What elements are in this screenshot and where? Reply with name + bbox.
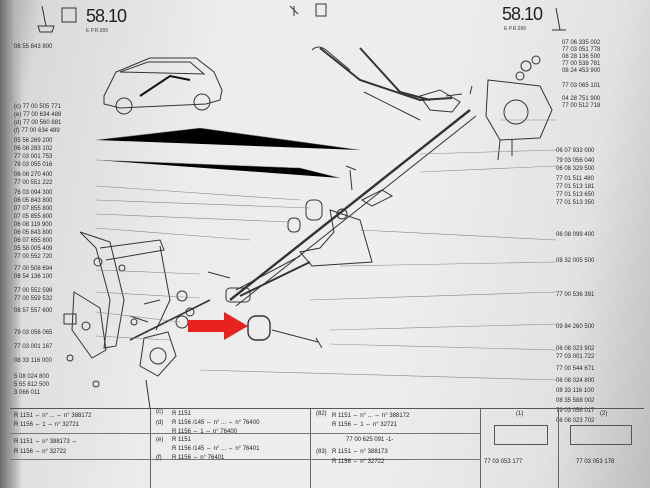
applicability-table: R 1151 ⇔ n° ... ⇔ n° 388172 R 1156 ⇔ 1 ⇔…: [10, 408, 644, 488]
page-binding-shadow: [0, 0, 22, 488]
part-code: 3 066 011: [14, 390, 41, 396]
part-code: 08 57 557 600: [14, 308, 53, 314]
part-code: 79 03 056 065: [14, 330, 53, 336]
part-code: 08 24 453 900: [562, 68, 601, 74]
part-code: 77 00 552 720: [14, 254, 53, 260]
part-code: 77 00 538 781: [562, 61, 601, 67]
part-code: 77 01 513 181: [556, 184, 595, 190]
part-code: 77 00 552 598: [14, 288, 53, 294]
table-cell: R 1156 ⇔ n° 32722: [332, 459, 385, 465]
table-cell: R 1156 ⇔ n° 32722: [14, 449, 67, 455]
part-code: 06 08 023 902: [556, 346, 595, 352]
footer-code: 77 03 053 177: [484, 459, 523, 465]
table-cell: R 1151 ⇔ n° ... ⇔ n° 388172: [332, 413, 410, 419]
table-cell: R 1156 ⇔ 1 ⇔ n° 76400: [172, 429, 237, 435]
part-code: 77 00 536 391: [556, 292, 595, 298]
table-cell: 77 00 625 091 -1-: [346, 437, 394, 443]
part-code: 77 03 001 722: [556, 354, 595, 360]
part-code: 5 08 024 800: [14, 374, 50, 380]
part-code: 76 03 094 300: [14, 190, 53, 196]
part-code: 77 00 559 532: [14, 296, 53, 302]
part-code: 08 28 136 500: [562, 54, 601, 60]
part-code: (f) 77 00 634 489: [14, 128, 60, 134]
table-label: (2): [600, 411, 608, 417]
part-code: 77 03 051 778: [562, 47, 601, 53]
table-cell: R 1156 ⇔ 1 ⇔ n° 32721: [332, 422, 397, 428]
part-code: 06 08 099 400: [556, 232, 595, 238]
part-code: 07 05 855 800: [14, 214, 53, 220]
part-code: 77 01 513 350: [556, 200, 595, 206]
part-code: 06 08 283 102: [14, 146, 53, 152]
part-code: 06 08 270 400: [14, 172, 53, 178]
part-code: 08 35 588 002: [556, 398, 595, 404]
part-code: 77 01 513 650: [556, 192, 595, 198]
part-code: 05 58 005 409: [14, 246, 53, 252]
part-code: 5 55 812 500: [14, 382, 50, 388]
table-cell: R 1151 ⇔ n° ... ⇔ n° 388172: [14, 413, 92, 419]
table-cell: R 1156 ⇔ n° 76401: [172, 455, 225, 461]
part-code: 77 03 065 101: [562, 83, 601, 89]
part-code: (c) 77 00 505 771: [14, 104, 62, 110]
top-left-code: 08 55 843 800: [14, 44, 53, 50]
part-code: 06 08 119 900: [14, 222, 52, 228]
part-code: 79 03 056 017: [556, 408, 595, 414]
part-code: (d) 77 00 560 881: [14, 120, 62, 126]
table-cell: R 1151 ⇔ n° 388173 ⇔: [14, 439, 78, 445]
part-code: 77 03 001 167: [14, 344, 53, 350]
part-code: 77 03 001 753: [14, 154, 53, 160]
part-code: 06 08 329 500: [556, 166, 595, 172]
part-code: 06 05 843 800: [14, 230, 53, 236]
part-code: 07 07 855 800: [14, 206, 53, 212]
part-code: 07 06 335 002: [562, 40, 601, 46]
part-code: 08 54 136 100: [14, 274, 53, 280]
table-label: (e): [156, 437, 164, 443]
part-code: 06 05 843 800: [14, 198, 53, 204]
page-number-right-sub: E P.R.995: [504, 26, 527, 32]
highlight-arrow-icon: [188, 312, 248, 340]
table-label: (82): [316, 411, 327, 417]
page-number-right: 58.10: [502, 4, 543, 24]
part-code: 77 00 508 694: [14, 266, 53, 272]
part-code: 06 07 655 800: [14, 238, 53, 244]
part-code: 05 56 269 200: [14, 138, 53, 144]
part-code: 77 00 551 222: [14, 180, 53, 186]
part-code: 09 84 260 500: [556, 324, 595, 330]
table-cell: R 1151 ⇔ n° 388173: [332, 449, 388, 455]
part-code: 06 08 023 702: [556, 418, 595, 424]
table-cell: R 1156 /145 ⇔ n° ... ⇔ n° 76401: [172, 446, 260, 452]
table-cell: R 1151: [172, 437, 191, 443]
part-code: 08 32 005 500: [556, 258, 595, 264]
part-code: 78 03 055 016: [14, 162, 53, 168]
part-sketch-2: [570, 425, 632, 445]
table-cell: R 1156 /145 ⇔ n° ... ⇔ n° 76400: [172, 420, 260, 426]
table-label: (f): [156, 455, 162, 461]
footer-code: 77 03 053 178: [576, 459, 615, 465]
table-label: (d): [156, 420, 164, 426]
part-code: 79 03 056 040: [556, 158, 595, 164]
part-code: 77 01 511 480: [556, 176, 594, 182]
table-cell: R 1156 ⇔ 1 ⇔ n° 32721: [14, 422, 79, 428]
page-number-left: 58.10: [86, 6, 127, 26]
part-code: 04 28 751 900: [562, 96, 601, 102]
part-code: 77 00 544 671: [556, 366, 595, 372]
part-code: 06 08 024 800: [556, 378, 595, 384]
part-sketch-1: [494, 425, 548, 445]
table-label: (c): [156, 409, 163, 415]
part-code: (e) 77 00 634 488: [14, 112, 62, 118]
part-code: 06 07 933 000: [556, 148, 595, 154]
table-label: (1): [516, 411, 524, 417]
part-code: 77 00 512 718: [562, 103, 601, 109]
part-code: 08 33 116 000: [14, 358, 52, 364]
table-cell: R 1151: [172, 411, 191, 417]
table-label: (83): [316, 449, 327, 455]
right-top-codes: 07 06 335 002 77 03 051 778 08 28 136 50…: [562, 40, 638, 110]
part-code: 08 33 116 100: [556, 388, 594, 394]
page-number-left-sub: E P.R.995: [86, 28, 109, 34]
